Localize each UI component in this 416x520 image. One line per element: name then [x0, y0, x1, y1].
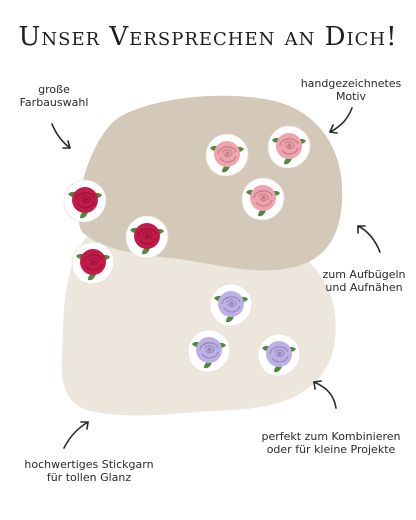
label-line: handgezeichnetes	[300, 77, 402, 90]
label-motiv: handgezeichnetes Motiv	[292, 77, 410, 103]
rose-patch-icon	[267, 125, 311, 169]
rose-patch-pink	[204, 132, 250, 178]
label-kombinieren: perfekt zum Kombinieren oder für kleine …	[250, 430, 412, 456]
rose-patch-lavender	[208, 282, 254, 328]
rose-patch-icon	[63, 179, 107, 223]
rose-patch-icon	[209, 283, 253, 327]
rose-patch-icon	[241, 177, 285, 221]
label-farbauswahl: große Farbauswahl	[14, 83, 94, 109]
rose-patch-red	[62, 178, 108, 224]
rose-patch-red	[70, 240, 116, 286]
rose-patch-pink	[266, 124, 312, 170]
label-line: Motiv	[335, 90, 367, 103]
label-line: perfekt zum Kombinieren	[261, 430, 401, 443]
curved-arrow-icon	[322, 104, 362, 144]
rose-patch-pink	[240, 176, 286, 222]
rose-patch-icon	[71, 241, 115, 285]
rose-patch-icon	[125, 215, 169, 259]
curved-arrow-icon	[350, 220, 390, 260]
rose-patch-red	[124, 214, 170, 260]
label-line: und Aufnähen	[325, 281, 403, 294]
rose-patch-lavender	[186, 328, 232, 374]
label-line: oder für kleine Projekte	[266, 443, 396, 456]
rose-patch-icon	[187, 329, 231, 373]
dark-blob	[78, 95, 343, 271]
rose-patch-icon	[257, 333, 301, 377]
page-title: Unser Versprechen an Dich!	[18, 22, 398, 52]
label-line: für tollen Glanz	[46, 471, 132, 484]
label-stickgarn: hochwertiges Stickgarn für tollen Glanz	[14, 458, 164, 484]
label-aufbuegeln: zum Aufbügeln und Aufnähen	[316, 268, 412, 294]
label-line: zum Aufbügeln	[322, 268, 406, 281]
curved-arrow-icon	[306, 374, 346, 414]
curved-arrow-icon	[58, 416, 98, 456]
curved-arrow-icon	[46, 120, 86, 160]
label-line: Farbauswahl	[19, 96, 89, 109]
rose-patch-icon	[205, 133, 249, 177]
label-line: große	[38, 83, 70, 96]
rose-patch-lavender	[256, 332, 302, 378]
label-line: hochwertiges Stickgarn	[24, 458, 154, 471]
